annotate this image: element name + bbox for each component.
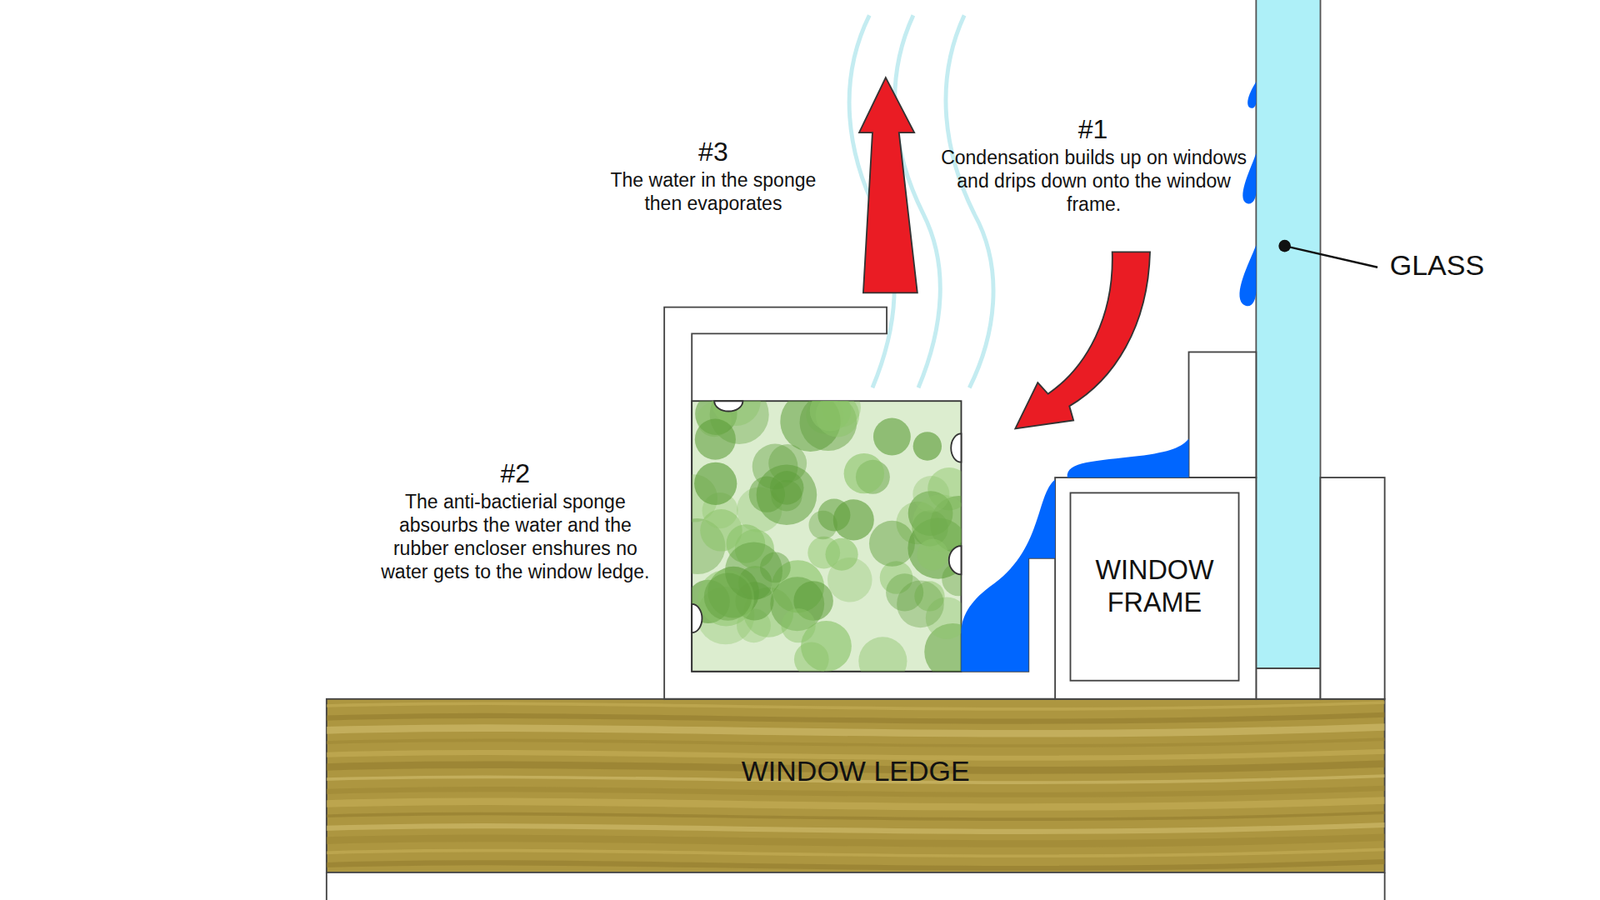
sponge-pore [873, 418, 911, 456]
outer-frame [1320, 477, 1385, 700]
water-drop [1240, 245, 1257, 306]
sponge-pore [694, 462, 737, 505]
ledge-band: WINDOW LEDGE [326, 699, 1385, 873]
leader-line [1285, 245, 1378, 268]
sponge-pore [858, 636, 907, 672]
wood-grain-stroke [326, 701, 1385, 709]
wood-grain-stroke [326, 787, 1385, 795]
callout-number: #1 [940, 113, 1246, 146]
water [960, 81, 1256, 672]
ledge-edge [1384, 872, 1386, 900]
water-pool [960, 480, 1055, 672]
node-label: WINDOW FRAME [1070, 554, 1239, 620]
sponge-pore [912, 475, 950, 513]
ledge-edge [325, 872, 328, 900]
wood-grain-stroke [326, 739, 1385, 746]
wood-grain-stroke [326, 812, 1385, 820]
sponge-pore [695, 419, 736, 460]
sponge-pore [808, 510, 837, 540]
wood-grain-stroke [326, 800, 1385, 807]
rubber-enclosure [664, 307, 1055, 700]
sponge-pore [844, 453, 885, 494]
evaporation-arrow [859, 77, 918, 293]
callout-number: #2 [377, 457, 654, 490]
wood-grain-stroke [326, 824, 1385, 831]
window-frame-inner [1070, 492, 1239, 680]
wood-grain-stroke [326, 836, 1385, 844]
wood-grain [326, 701, 1385, 868]
node-label: WINDOW LEDGE [741, 754, 970, 789]
sponge-pore [704, 572, 752, 620]
sponge-notch [949, 545, 962, 575]
vapour-wave [945, 15, 994, 388]
sponge-pore [760, 552, 791, 584]
part-name: GLASS [1390, 248, 1485, 283]
glass-pane [1255, 0, 1320, 669]
frame-step [1189, 351, 1257, 478]
sponge-pore [815, 400, 860, 437]
sponge-notches [691, 400, 961, 633]
callout-number: #3 [590, 135, 836, 169]
water-on-frame [1067, 439, 1190, 479]
wood-grain-stroke [326, 714, 1385, 721]
wood-grain-stroke [326, 726, 1385, 734]
sponge-notch [691, 604, 702, 633]
window-frame-outer [1055, 477, 1256, 700]
wood-grain-stroke [326, 849, 1385, 856]
sponge-pore [827, 557, 873, 603]
sponge-pores [691, 400, 961, 671]
callout-note: The water in the sponge then evaporates [590, 168, 836, 215]
water-drop [1247, 81, 1256, 109]
sponge-pore [913, 431, 942, 460]
callout-note: Condensation builds up on windows and dr… [940, 145, 1247, 216]
drip-arrow [1015, 251, 1150, 429]
sponge-pore [869, 520, 915, 567]
sponge-pore [896, 580, 945, 629]
glass-seat [1255, 668, 1320, 700]
sponge-pore [752, 444, 799, 490]
callout-note: The anti-bactierial sponge absourbs the … [377, 490, 654, 584]
sponge-pore [780, 608, 815, 643]
window-ledge-drawing [316, 699, 1399, 900]
sponge-notch [714, 400, 743, 411]
sponge-notch [950, 433, 961, 462]
wood-grain-stroke [326, 860, 1385, 868]
frame-box: WINDOW FRAME [1070, 492, 1239, 680]
